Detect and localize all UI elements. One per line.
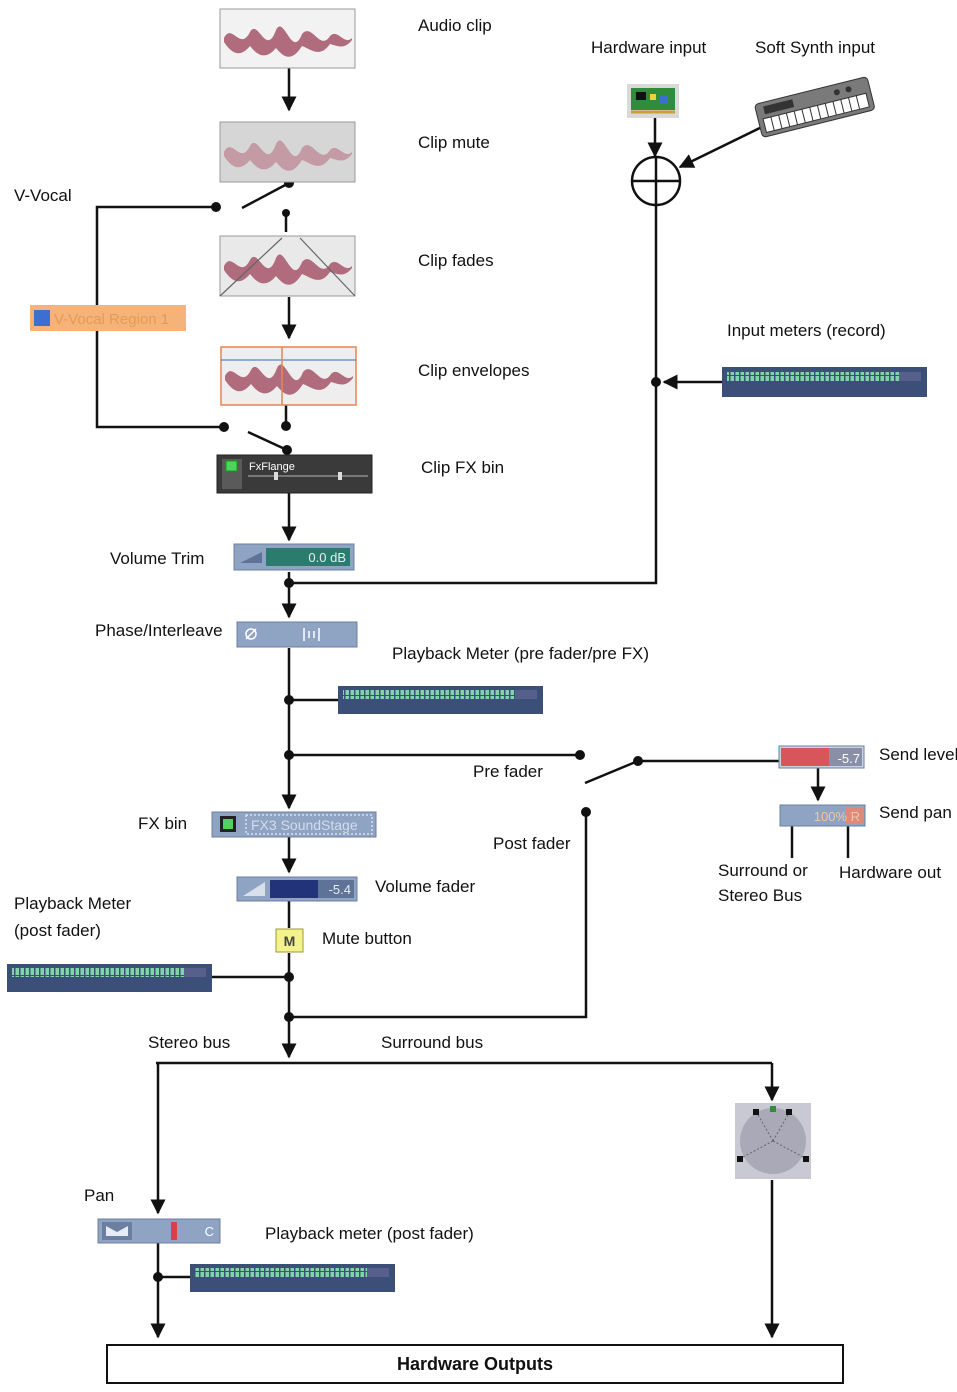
interleave-icon[interactable] <box>303 628 320 641</box>
dot-input-return <box>284 578 294 588</box>
clip-fades-thumb <box>219 235 356 297</box>
dot-input-meter <box>651 377 661 387</box>
hardware-outputs-label: Hardware Outputs <box>396 1353 554 1374</box>
label-phase-interleave: Phase/Interleave <box>95 621 223 640</box>
hardware-outputs-box: Hardware Outputs <box>106 1344 844 1384</box>
dot-vvocal-top <box>211 202 221 212</box>
label-surround-bus: Surround bus <box>381 1033 483 1052</box>
label-volume-trim: Volume Trim <box>110 549 204 568</box>
label-pan: Pan <box>84 1186 114 1205</box>
label-clip-mute: Clip mute <box>418 133 490 152</box>
label-clip-envelopes: Clip envelopes <box>418 361 530 380</box>
trim-ramp-icon <box>240 552 262 563</box>
label-audio-clip: Audio clip <box>418 16 492 35</box>
clip-fx-bin-widget[interactable]: FxFlange <box>216 454 373 494</box>
volume-fader-widget[interactable]: -5.4 <box>236 876 358 902</box>
label-hardware-out: Hardware out <box>839 863 941 882</box>
label-stereo-bus: Stereo bus <box>148 1033 230 1052</box>
summing-junction <box>630 155 682 207</box>
playback-meter-pre <box>338 686 543 714</box>
label-playback-meter-pre: Playback Meter (pre fader/pre FX) <box>392 644 649 663</box>
label-playback-meter-bottom: Playback meter (post fader) <box>265 1224 474 1243</box>
label-playback-meter-post-2: (post fader) <box>14 921 101 940</box>
send-pan-value: 100% R <box>814 809 860 824</box>
label-input-meters: Input meters (record) <box>727 321 886 340</box>
dot-mute-b <box>282 209 290 217</box>
hardware-input-card-icon <box>627 84 679 118</box>
input-meter <box>722 367 927 397</box>
dot-bottom-meter <box>153 1272 163 1282</box>
volume-trim-value: 0.0 dB <box>308 550 346 565</box>
fader-ramp-icon <box>243 882 265 896</box>
audio-clip-thumb <box>219 8 356 69</box>
dot-post-fader <box>284 1012 294 1022</box>
junction-dots <box>153 178 661 1282</box>
send-pan-widget[interactable]: 100% R <box>779 804 866 827</box>
dot-fxbin-in <box>282 445 292 455</box>
soft-synth-keyboard-icon <box>754 76 875 138</box>
labels: Audio clip Clip mute Clip fades Clip env… <box>14 16 957 1243</box>
clip-mute-switch <box>241 181 290 210</box>
dot-vvocal-bottom <box>219 422 229 432</box>
label-clip-fx-bin: Clip FX bin <box>421 458 504 477</box>
label-mute-button: Mute button <box>322 929 412 948</box>
label-hardware-input: Hardware input <box>591 38 707 57</box>
v-vocal-region[interactable]: V-Vocal Region 1 <box>30 305 186 331</box>
label-fx-bin: FX bin <box>138 814 187 833</box>
send-level-value: -5.7 <box>838 751 860 766</box>
playback-meter-post <box>7 964 212 992</box>
playback-meter-bottom <box>190 1264 395 1292</box>
phase-invert-icon[interactable] <box>245 628 257 640</box>
pan-position-indicator <box>171 1222 177 1240</box>
dot-send-switch <box>633 756 643 766</box>
phase-interleave-widget[interactable] <box>236 621 358 648</box>
volume-trim-widget[interactable]: 0.0 dB <box>233 543 355 571</box>
label-clip-fades: Clip fades <box>418 251 494 270</box>
mute-button[interactable]: M <box>275 928 304 953</box>
volume-fader-value: -5.4 <box>329 882 351 897</box>
label-pre-fader: Pre fader <box>473 762 543 781</box>
label-soft-synth-input: Soft Synth input <box>755 38 875 57</box>
dot-pre-fader-end <box>575 750 585 760</box>
label-v-vocal: V-Vocal <box>14 186 72 205</box>
fx-bin-name: FX3 SoundStage <box>251 817 358 833</box>
clip-fx-name: FxFlange <box>249 461 295 473</box>
pan-mode-icon <box>106 1226 128 1236</box>
dot-pre-meter <box>284 695 294 705</box>
clip-fx-power-icon[interactable] <box>225 460 238 472</box>
clip-envelopes-thumb <box>220 346 357 406</box>
input-return-wire <box>289 205 658 585</box>
mute-letter: M <box>284 933 296 949</box>
fx-power-icon[interactable] <box>223 819 233 829</box>
vvocal-switch <box>247 430 288 452</box>
arrow-synth-input <box>678 122 769 169</box>
send-switch <box>584 759 639 785</box>
label-surround-or: Surround or <box>718 861 808 880</box>
send-level-widget[interactable]: -5.7 <box>778 745 865 769</box>
v-vocal-icon <box>34 310 50 326</box>
dot-pre-fader <box>284 750 294 760</box>
v-vocal-region-label: V-Vocal Region 1 <box>54 311 169 328</box>
label-send-pan: Send pan <box>879 803 952 822</box>
label-playback-meter-post-1: Playback Meter <box>14 894 131 913</box>
wire-post-fader <box>289 812 588 1019</box>
fx-bin-widget[interactable]: FX3 SoundStage <box>211 811 377 838</box>
pan-value: C <box>205 1224 214 1239</box>
label-volume-fader: Volume fader <box>375 877 476 896</box>
surround-panner-icon[interactable] <box>735 1103 811 1179</box>
label-stereo-bus-send: Stereo Bus <box>718 886 802 905</box>
label-send-level: Send level <box>879 745 957 764</box>
clip-mute-thumb <box>219 121 356 183</box>
pan-widget[interactable]: C <box>97 1218 221 1244</box>
label-post-fader: Post fader <box>493 834 571 853</box>
dot-post-fader-end <box>581 807 591 817</box>
dot-post-meter <box>284 972 294 982</box>
dot-env <box>281 421 291 431</box>
